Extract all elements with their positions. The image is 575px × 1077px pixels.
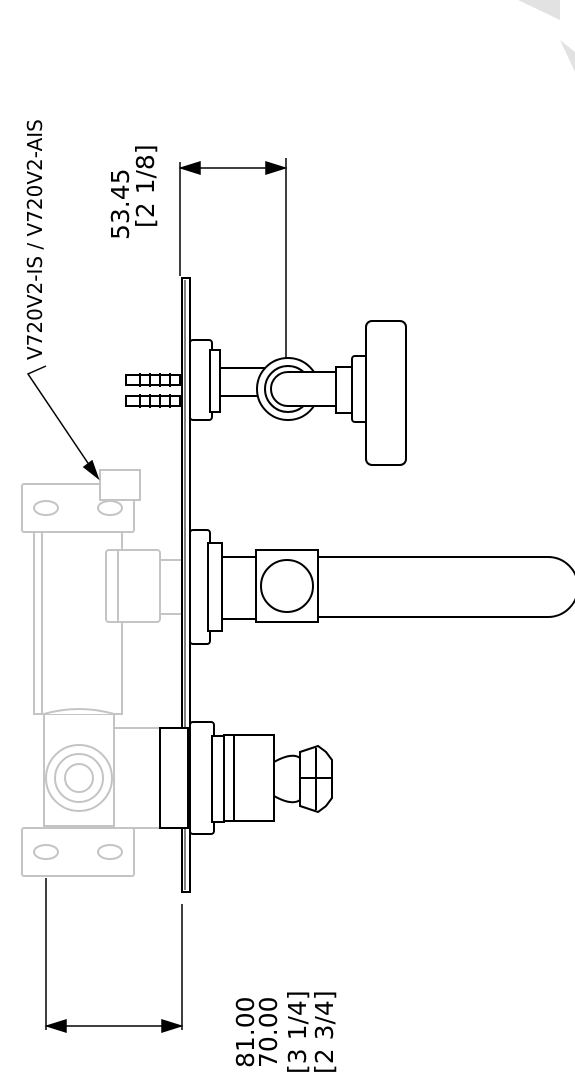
rough-in-valve-body [21, 469, 183, 877]
dimension-top-imperial: [2 1/8] [131, 144, 160, 228]
dimension-bottom-metric-inner: 70.00 [254, 996, 283, 1068]
dimension-bottom-imperial-inner: [2 3/4] [310, 990, 339, 1074]
diverter-handle [125, 320, 407, 466]
model-leader [26, 365, 100, 481]
corner-fragment [518, 0, 560, 20]
dimension-bottom-imperial-outer: [3 1/4] [283, 990, 312, 1074]
dimension-top-metric: 53.45 [106, 168, 135, 240]
edge-fragment [560, 40, 575, 72]
model-label: V720V2-IS / V720V2-AIS [23, 119, 47, 360]
dimension-bottom [44, 878, 184, 1034]
dimension-bottom-metric-outer: 81.00 [231, 996, 260, 1068]
valve-handle [159, 721, 333, 835]
tub-spout [189, 529, 575, 645]
dimension-top [178, 158, 288, 358]
